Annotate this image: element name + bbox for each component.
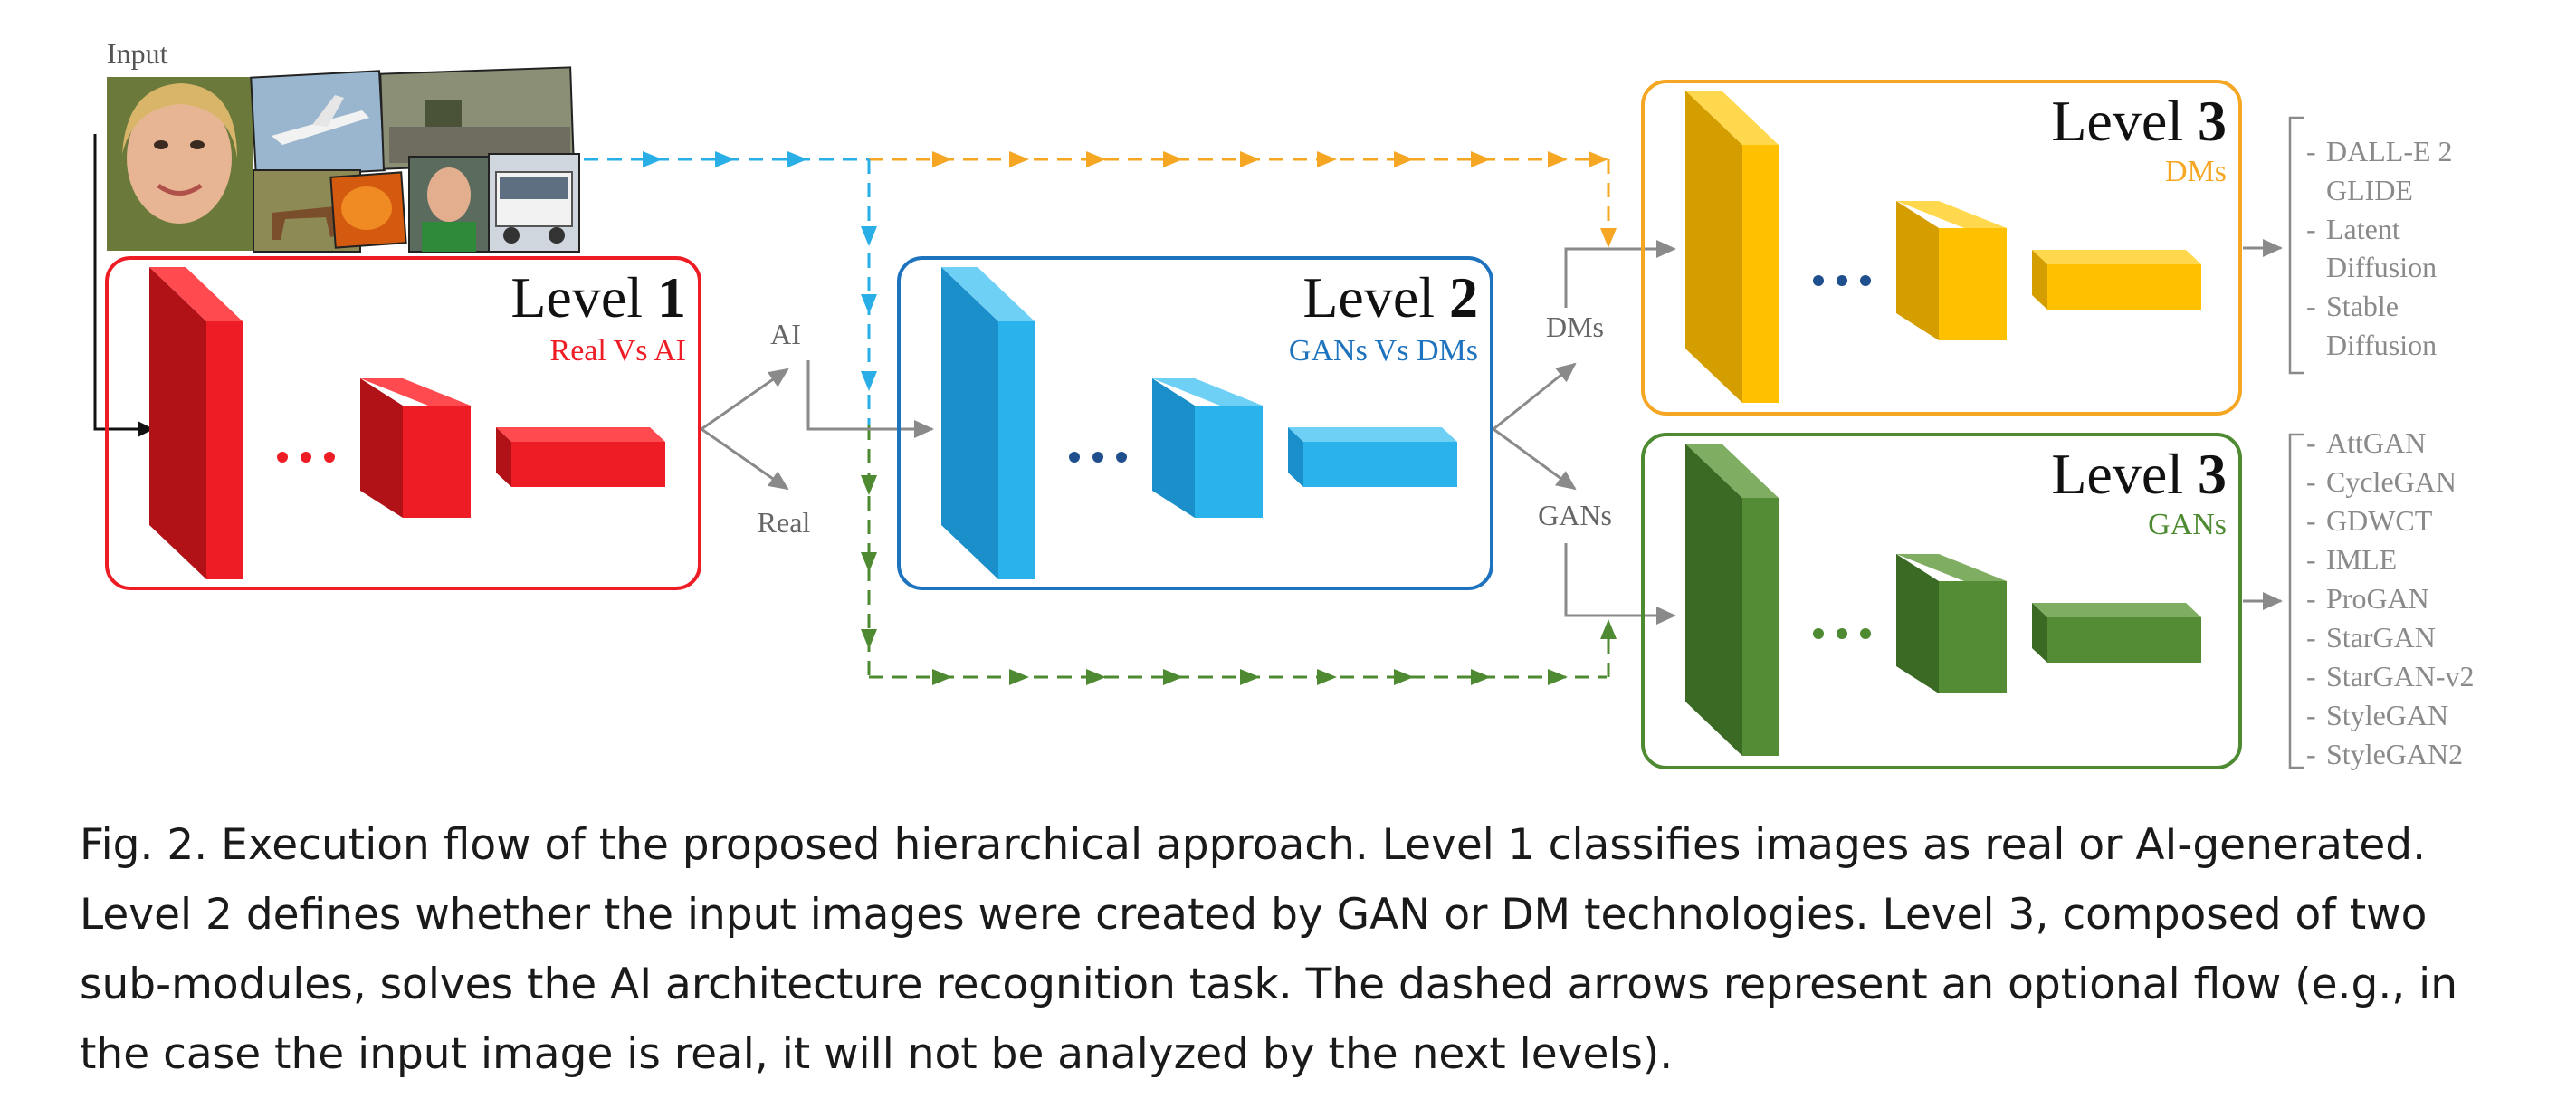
input-to-level1-arrow [93, 134, 154, 437]
level3-dms-module: Level 3 DMs [1641, 80, 2242, 416]
level2-dms-arrow [1493, 362, 1577, 431]
dms-list-bracket [2288, 116, 2304, 375]
dms-architecture-list: - - - DALL-E 2 GLIDE Latent Diffusion St… [2306, 135, 2453, 361]
gans-list-dash: - [2306, 621, 2316, 654]
level3-gans-title: Level 3 [2051, 442, 2227, 506]
level1-real-label: Real [758, 506, 811, 539]
gans-list-item: CycleGAN [2326, 465, 2457, 498]
gans-list-item: AttGAN [2326, 426, 2426, 459]
gans-list-dash: - [2306, 738, 2316, 770]
gans-list-item: GDWCT [2326, 504, 2433, 537]
airplane-image [250, 70, 386, 178]
gans-list-dash: - [2306, 699, 2316, 731]
level3-dms-subtitle: DMs [2165, 155, 2227, 188]
level2-fc-block [1288, 427, 1457, 487]
gans-list-dash: - [2306, 582, 2316, 615]
level1-subtitle: Real Vs AI [550, 334, 686, 368]
dms-list-dash: - [2306, 135, 2316, 167]
level1-ellipsis [277, 452, 335, 463]
level3-gans-ellipsis [1813, 628, 1871, 639]
level3-dms-box [1641, 80, 2242, 416]
level1-module: Level 1 Real Vs AI [105, 256, 701, 590]
gans-list-item: IMLE [2326, 543, 2397, 576]
level2-module: Level 2 GANs Vs DMs [897, 256, 1493, 590]
dms-list-dash: - [2306, 213, 2316, 245]
level3-dms-fc-block [2032, 250, 2201, 310]
level2-dms-label: DMs [1546, 310, 1604, 343]
level2-box [897, 256, 1493, 590]
gans-list-bracket [2288, 433, 2304, 769]
gans-list-item: StarGAN-v2 [2326, 660, 2475, 692]
level2-gans-label: GANs [1538, 499, 1612, 531]
level1-ai-arrow [701, 368, 789, 431]
dms-list-item: Stable [2326, 290, 2399, 322]
level2-conv-block-large [941, 267, 1035, 579]
gans-list-item: StarGAN [2326, 621, 2436, 654]
optional-flow-arrows [584, 151, 1617, 685]
ai-to-level2-arrow [806, 360, 934, 438]
level3-dms-conv-block-medium [1896, 201, 2007, 340]
level3-gans-conv-block-large [1685, 444, 1779, 756]
hierarchical-flow-diagram: Input [93, 37, 2475, 770]
gans-list-dash: - [2306, 426, 2316, 459]
gans-list-dash: - [2306, 504, 2316, 537]
gans-list-item: StyleGAN [2326, 699, 2448, 731]
figure-caption: Fig. 2. Execution flow of the proposed h… [80, 820, 2457, 1079]
gans-list-item: StyleGAN2 [2326, 738, 2463, 770]
level3-dms-ellipsis [1813, 275, 1871, 286]
gans-architecture-list: - - - - - - - - - AttGAN CycleGAN GDWCT … [2306, 426, 2475, 770]
level2-gans-arrow [1493, 427, 1577, 491]
face-image [107, 77, 253, 251]
gans-to-level3-arrow [1564, 543, 1676, 625]
dms-to-level3-arrow [1564, 240, 1676, 308]
level2-title: Level 2 [1302, 265, 1478, 330]
athlete-portrait-image [408, 156, 490, 253]
level3-gans-module: Level 3 GANs [1641, 433, 2242, 769]
level1-box [105, 256, 701, 590]
level3-dms-title: Level 3 [2051, 89, 2227, 153]
orange-texture-image [329, 171, 407, 249]
dms-list-item: Diffusion [2326, 251, 2437, 283]
gans-list-dash: - [2306, 465, 2316, 498]
level3-gans-subtitle: GANs [2148, 508, 2227, 541]
level1-title: Level 1 [510, 265, 686, 330]
dms-list-item: Diffusion [2326, 329, 2437, 361]
input-label: Input [107, 37, 168, 70]
dms-list-item: DALL-E 2 [2326, 135, 2453, 167]
gans-list-item: ProGAN [2326, 582, 2429, 615]
level1-fc-block [496, 427, 665, 487]
level3-gans-fc-block [2032, 603, 2201, 663]
gans-list-dash: - [2306, 660, 2316, 692]
gans-list-dash: - [2306, 543, 2316, 576]
bus-image [488, 153, 580, 253]
level3-gans-box [1641, 433, 2242, 769]
level1-ai-label: AI [770, 318, 801, 350]
level2-ellipsis [1069, 452, 1127, 463]
dms-list-item: Latent [2326, 213, 2400, 245]
level3-dms-conv-block-large [1685, 91, 1779, 403]
dms-list-dash: - [2306, 290, 2316, 322]
input-image-collage [107, 66, 580, 253]
level2-subtitle: GANs Vs DMs [1289, 334, 1478, 368]
level2-conv-block-medium [1152, 378, 1263, 518]
level1-conv-block-large [149, 267, 243, 579]
level1-real-arrow [701, 427, 789, 491]
level1-conv-block-medium [360, 378, 471, 518]
dms-list-item: GLIDE [2326, 174, 2413, 206]
level3-gans-conv-block-medium [1896, 554, 2007, 693]
